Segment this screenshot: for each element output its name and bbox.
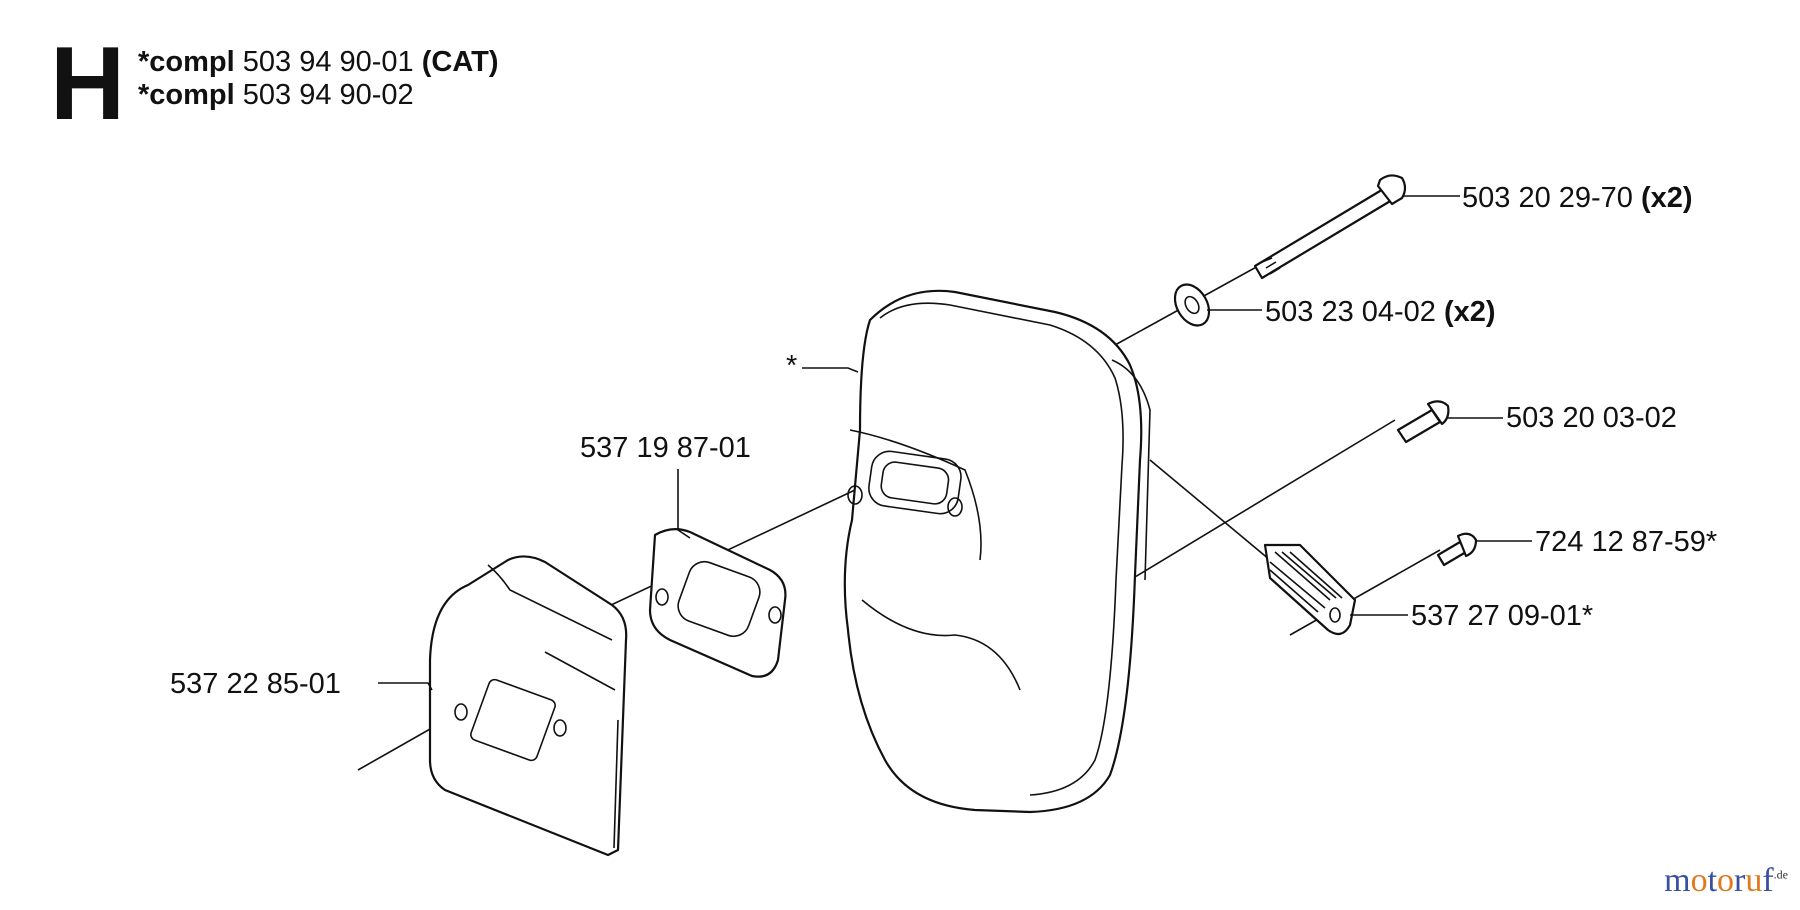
assembly-suffix: (CAT) xyxy=(421,46,499,78)
watermark-logo: motoruf.de xyxy=(1664,862,1788,900)
screw xyxy=(1396,400,1450,444)
callout-heat-shield: 537 22 85-01 xyxy=(170,670,341,699)
leader-gasket xyxy=(677,469,691,539)
section-letter: H xyxy=(50,26,126,142)
callout-gasket: 537 19 87-01 xyxy=(580,434,751,463)
assembly-line-1: *compl 503 94 90-01 (CAT) xyxy=(138,46,499,79)
part-number: 724 12 87-59* xyxy=(1535,526,1718,558)
small-screw xyxy=(1436,532,1478,567)
assembly-number: 503 94 90-02 xyxy=(242,79,414,111)
part-number: 503 20 03-02 xyxy=(1506,402,1677,434)
assembly-prefix: *compl xyxy=(138,79,235,111)
part-quantity: (x2) xyxy=(1444,296,1496,328)
assembly-prefix: *compl xyxy=(138,46,235,78)
part-number: 503 23 04-02 xyxy=(1265,296,1436,328)
spark-arrestor-screen xyxy=(1263,543,1357,636)
axis-line-screen xyxy=(1149,459,1271,561)
leader-heat-shield xyxy=(378,682,433,691)
callout-washer: 503 23 04-02 (x2) xyxy=(1265,298,1496,327)
part-number: 537 22 85-01 xyxy=(170,668,341,700)
axis-line-screw xyxy=(1129,419,1396,581)
callout-small-screw: 724 12 87-59* xyxy=(1535,528,1717,557)
assembly-number: 503 94 90-01 xyxy=(242,46,414,78)
callout-long-bolt: 503 20 29-70 (x2) xyxy=(1462,184,1693,213)
axis-line-small-screw xyxy=(1289,549,1441,636)
assembly-line-2: *compl 503 94 90-02 xyxy=(138,79,499,112)
callout-muffler: * xyxy=(786,352,797,381)
washer xyxy=(1173,283,1211,327)
part-number: 537 19 87-01 xyxy=(580,432,751,464)
part-number: 537 27 09-01* xyxy=(1411,600,1594,632)
assembly-header: *compl 503 94 90-01 (CAT) *compl 503 94 … xyxy=(138,46,499,112)
watermark-tld: .de xyxy=(1773,867,1788,882)
long-bolt xyxy=(1253,174,1407,280)
heat-shield xyxy=(428,555,628,857)
part-number: * xyxy=(786,350,798,382)
callout-spark-screen: 537 27 09-01* xyxy=(1411,602,1593,631)
callout-screw: 503 20 03-02 xyxy=(1506,404,1677,433)
part-quantity: (x2) xyxy=(1641,182,1693,214)
leader-muffler xyxy=(802,367,859,373)
watermark-brand: motoruf xyxy=(1664,862,1774,899)
gasket xyxy=(648,528,787,678)
part-number: 503 20 29-70 xyxy=(1462,182,1633,214)
muffler-body xyxy=(843,289,1151,814)
